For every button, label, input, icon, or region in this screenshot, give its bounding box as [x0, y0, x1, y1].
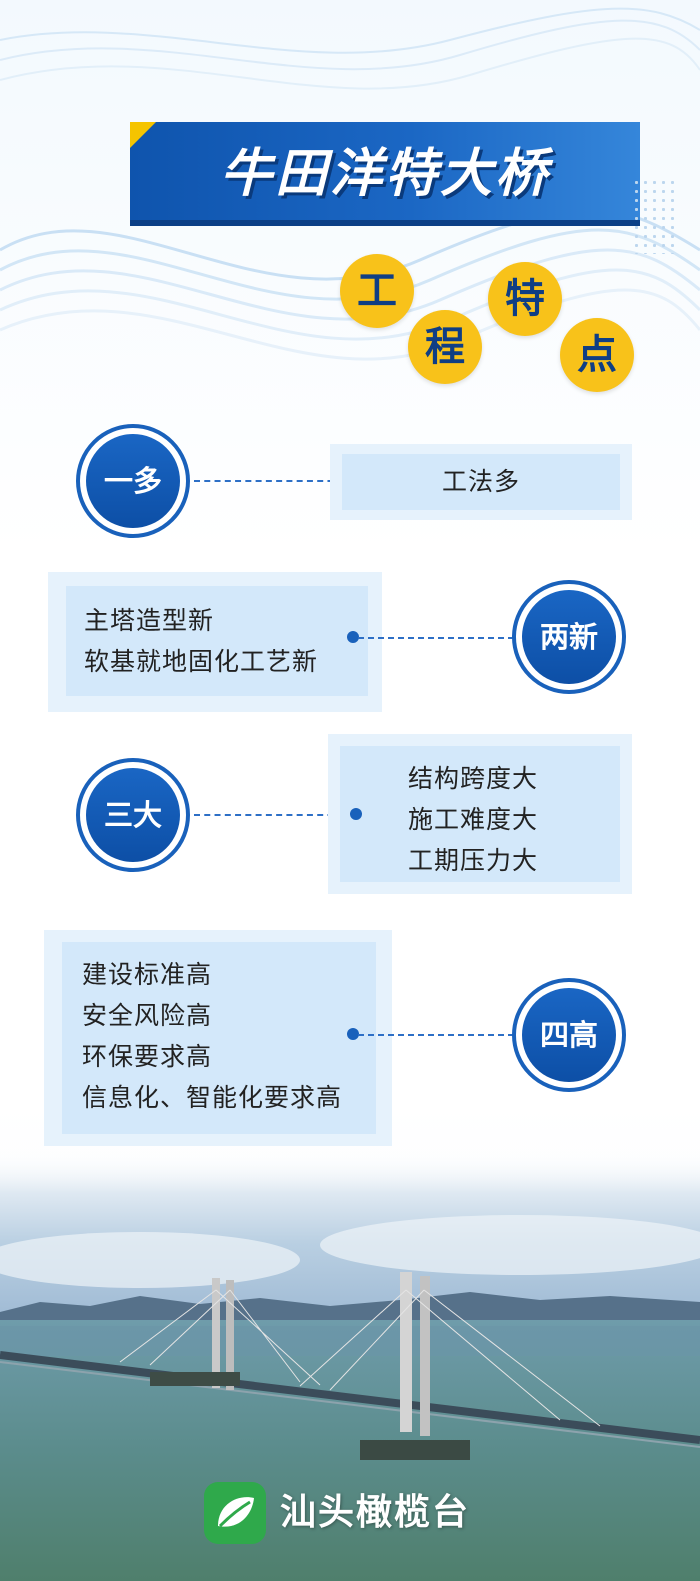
connector-line-4	[358, 1034, 514, 1036]
item-label-1: 一多	[86, 434, 180, 528]
item-4-line-4: 信息化、智能化要求高	[82, 1083, 343, 1112]
connector-line-1	[194, 480, 354, 482]
subtitle-badge-1: 工	[340, 254, 414, 328]
subtitle-badge-2: 程	[408, 310, 482, 384]
brand-logo: 汕头橄榄台	[204, 1478, 484, 1548]
subtitle-badge-3: 特	[488, 262, 562, 336]
item-label-2: 两新	[522, 590, 616, 684]
connector-line-2	[358, 637, 514, 639]
olive-leaf-icon	[204, 1482, 266, 1544]
item-label-3: 三大	[86, 768, 180, 862]
item-label-4: 四高	[522, 988, 616, 1082]
item-text-box-2: 主塔造型新 软基就地固化工艺新	[66, 586, 368, 696]
bridge-photo	[0, 1150, 700, 1581]
title-banner-bg	[130, 122, 640, 226]
item-2-line-2: 软基就地固化工艺新	[84, 647, 319, 676]
brand-name: 汕头橄榄台	[280, 1492, 471, 1533]
item-1-line-1: 工法多	[441, 467, 520, 496]
connector-dot-3	[350, 808, 362, 820]
connector-dot-2	[347, 631, 359, 643]
item-circle-3: 三大	[76, 758, 190, 872]
title-banner: 牛田洋特大桥	[130, 122, 640, 226]
item-text-box-1: 工法多	[342, 454, 620, 510]
dot-grid-decoration	[632, 178, 676, 254]
item-3-line-1: 结构跨度大	[408, 764, 539, 793]
item-3-line-3: 工期压力大	[408, 846, 539, 875]
item-4-line-2: 安全风险高	[82, 1001, 213, 1030]
page-title: 牛田洋特大桥	[219, 144, 550, 204]
item-3-line-2: 施工难度大	[408, 805, 539, 834]
connector-line-3	[194, 814, 354, 816]
connector-dot-4	[347, 1028, 359, 1040]
subtitle-badge-4: 点	[560, 318, 634, 392]
item-4-line-3: 环保要求高	[82, 1042, 213, 1071]
item-text-box-4: 建设标准高 安全风险高 环保要求高 信息化、智能化要求高	[62, 942, 376, 1134]
item-circle-1: 一多	[76, 424, 190, 538]
item-2-line-1: 主塔造型新	[84, 606, 215, 635]
item-circle-4: 四高	[512, 978, 626, 1092]
item-circle-2: 两新	[512, 580, 626, 694]
item-4-line-1: 建设标准高	[82, 960, 213, 989]
item-text-box-3: 结构跨度大 施工难度大 工期压力大	[340, 746, 620, 882]
